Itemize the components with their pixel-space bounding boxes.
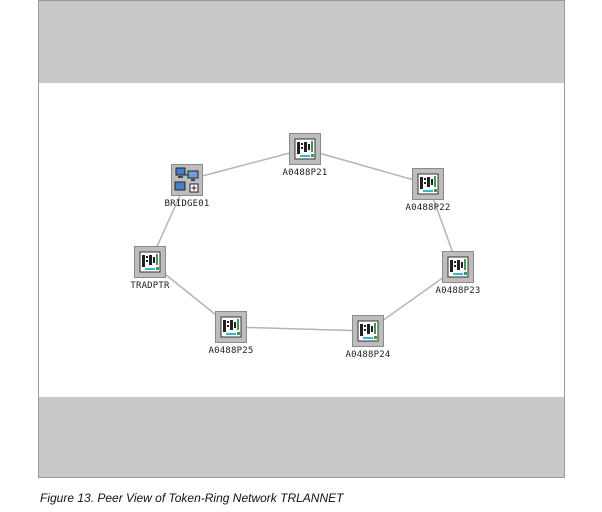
node-a0488p22[interactable]: A0488P22 (368, 168, 488, 213)
bridge-icon[interactable] (171, 164, 203, 196)
figure-caption: Figure 13. Peer View of Token-Ring Netwo… (40, 491, 344, 505)
view-window: A0488P21 A0488P22 A0488P23 A0488P24 (38, 0, 565, 478)
lan-adapter-icon[interactable] (134, 246, 166, 278)
node-label: A0488P24 (345, 350, 391, 360)
link-a0488p24-a0488p25[interactable] (230, 326, 369, 332)
node-label: BRIDGE01 (164, 199, 210, 209)
link-a0488p21-a0488p22[interactable] (304, 148, 429, 185)
lan-adapter-icon[interactable] (352, 315, 384, 347)
node-a0488p24[interactable]: A0488P24 (308, 315, 428, 360)
lan-adapter-icon[interactable] (215, 311, 247, 343)
node-a0488p23[interactable]: A0488P23 (398, 251, 518, 296)
ring-links (149, 148, 459, 332)
node-bridge01[interactable]: BRIDGE01 (127, 164, 247, 209)
node-label: A0488P21 (282, 168, 328, 178)
lan-adapter-icon[interactable] (442, 251, 474, 283)
link-bridge01-a0488p21[interactable] (186, 148, 306, 181)
node-a0488p21[interactable]: A0488P21 (245, 133, 365, 178)
node-a0488p25[interactable]: A0488P25 (171, 311, 291, 356)
network-canvas[interactable]: A0488P21 A0488P22 A0488P23 A0488P24 (39, 83, 564, 397)
lan-adapter-icon[interactable] (412, 168, 444, 200)
node-label: A0488P25 (208, 346, 254, 356)
node-label: TRADPTR (130, 281, 170, 291)
node-tradptr[interactable]: TRADPTR (90, 246, 210, 291)
node-label: A0488P23 (435, 286, 481, 296)
lan-adapter-icon[interactable] (289, 133, 321, 165)
node-label: A0488P22 (405, 203, 451, 213)
